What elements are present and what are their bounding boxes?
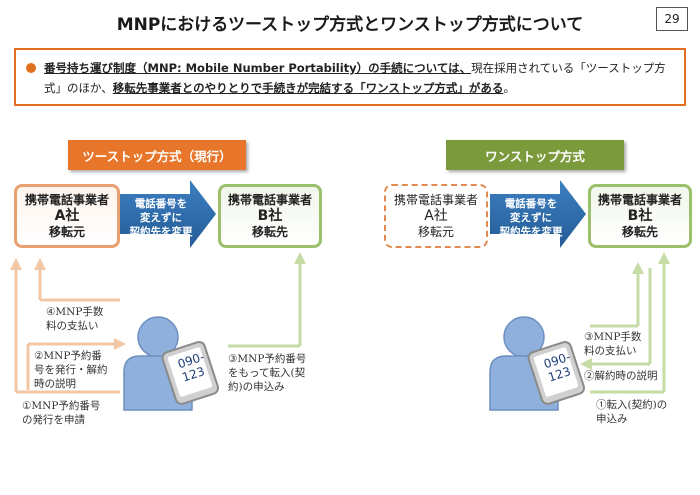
label-line: 時の説明 (34, 378, 76, 390)
carrier-name: 携帯電話事業者 (393, 193, 478, 207)
two-stop-section-label: ツーストップ方式（現行） (68, 140, 246, 170)
label-line: ③MNP手数 (584, 331, 642, 343)
one-stop-arrow-text: 電話番号を 変えずに 契約先を変更 (492, 197, 570, 239)
carrier-role: 移転元 (417, 225, 454, 239)
one-stop-green-connectors (590, 262, 666, 394)
carrier-company: B社 (257, 208, 283, 224)
one-stop-mobile-phone-icon (527, 341, 586, 405)
one-stop-step2-label: ②解約時の説明 (584, 369, 658, 383)
one-stop-green-arrowheads (580, 252, 670, 370)
label-line: ③MNP予約番号 (228, 353, 307, 365)
page-title: MNPにおけるツーストップ方式とワンストップ方式について (116, 15, 584, 35)
label-line: 約)の申込み (228, 381, 285, 393)
two-stop-mobile-phone-icon (161, 341, 220, 405)
carrier-role: 移転元 (48, 225, 85, 239)
label-line: ①MNP予約番号 (22, 400, 101, 412)
one-stop-step1-label: ①転入(契約)の 申込み (596, 398, 667, 426)
two-stop-orange-arrowheads (10, 258, 126, 350)
label-line: 号を発行・解約 (34, 364, 108, 376)
arrow-text-line: 契約先を変更 (129, 226, 193, 238)
summary-part3: 移転先事業者とのやりとりで手続きが完結する「ワンストップ方式」がある (112, 81, 504, 95)
label-line: 料の支払い (584, 345, 637, 357)
bullet-icon (26, 63, 36, 73)
carrier-name: 携帯電話事業者 (227, 193, 312, 207)
two-stop-green-connector (228, 262, 302, 348)
summary-part1: 番号持ち運び制度（MNP: Mobile Number Portability）… (44, 61, 472, 75)
label-line: ④MNP手数 (46, 306, 104, 318)
carrier-company: A社 (54, 208, 80, 224)
two-stop-step4-label: ④MNP手数 料の支払い (46, 305, 103, 333)
one-stop-source-carrier-box: 携帯電話事業者 A社 移転元 (384, 184, 488, 248)
label-line: 申込み (596, 413, 628, 425)
summary-text: 番号持ち運び制度（MNP: Mobile Number Portability）… (44, 58, 680, 98)
summary-part4: 。 (503, 81, 515, 95)
label-line: ②MNP予約番 (34, 350, 102, 362)
label-line: ②解約時の説明 (584, 370, 658, 382)
two-stop-step2-label: ②MNP予約番 号を発行・解約 時の説明 (34, 349, 108, 391)
carrier-name: 携帯電話事業者 (597, 193, 682, 207)
arrow-text-line: 電話番号を (134, 198, 188, 210)
arrow-text-line: 変えずに (510, 212, 552, 224)
label-line: 料の支払い (46, 320, 99, 332)
two-stop-step3-label: ③MNP予約番号 をもって転入(契 約)の申込み (228, 352, 306, 394)
carrier-role: 移転先 (251, 225, 288, 239)
two-stop-step1-label: ①MNP予約番号 の発行を申請 (22, 399, 100, 427)
carrier-company: B社 (627, 208, 653, 224)
one-stop-section-label: ワンストップ方式 (446, 140, 624, 170)
arrow-text-line: 契約先を変更 (499, 226, 563, 238)
two-stop-green-arrowhead (294, 252, 306, 264)
summary-box: 番号持ち運び制度（MNP: Mobile Number Portability）… (14, 48, 686, 106)
arrow-text-line: 変えずに (140, 212, 182, 224)
one-stop-step3-label: ③MNP手数 料の支払い (584, 330, 641, 358)
carrier-company: A社 (424, 208, 448, 224)
two-stop-change-arrow (120, 180, 216, 248)
one-stop-dest-carrier-box: 携帯電話事業者 B社 移転先 (588, 184, 692, 248)
two-stop-orange-connectors (14, 268, 120, 394)
label-line: の発行を申請 (22, 414, 85, 426)
page-number: 29 (656, 7, 688, 31)
summary-part2: 現在採用されている「ツーストップ方式」のほか、 (44, 61, 666, 95)
carrier-name: 携帯電話事業者 (24, 193, 109, 207)
one-stop-change-arrow (490, 180, 586, 248)
carrier-role: 移転先 (621, 225, 658, 239)
label-line: をもって転入(契 (228, 367, 306, 379)
two-stop-dest-carrier-box: 携帯電話事業者 B社 移転先 (218, 184, 322, 248)
two-stop-source-carrier-box: 携帯電話事業者 A社 移転元 (14, 184, 120, 248)
arrow-text-line: 電話番号を (504, 198, 558, 210)
label-line: ①転入(契約)の (596, 399, 668, 411)
two-stop-arrow-text: 電話番号を 変えずに 契約先を変更 (122, 197, 200, 239)
